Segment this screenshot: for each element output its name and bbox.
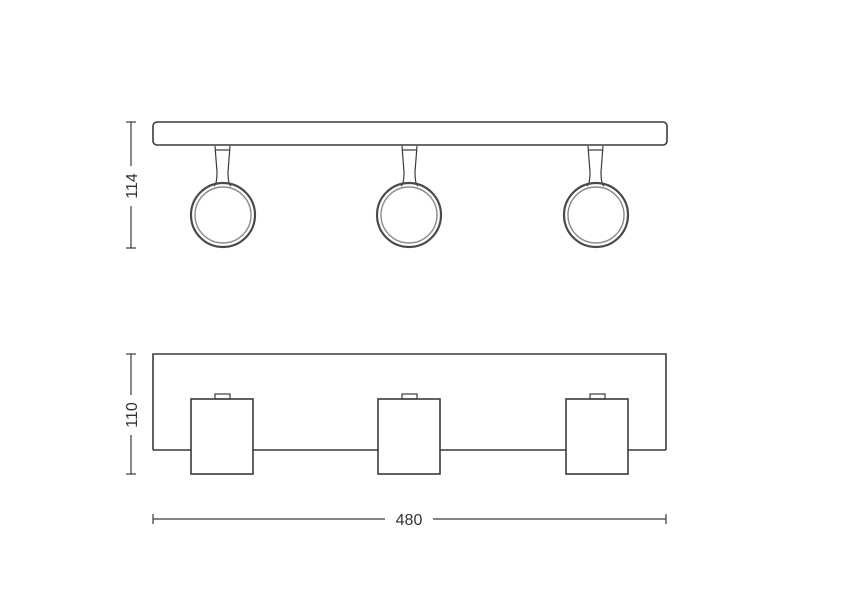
dimension-height-top: 114 [119,121,143,249]
dimension-label-480: 480 [396,512,423,529]
spot-arm [213,145,232,187]
label-mask [119,166,143,206]
dimension-height-bottom: 110 [119,353,143,475]
label-mask [385,508,433,530]
top-spot-2 [377,393,441,475]
dimension-label-110: 110 [124,402,141,428]
spot-cap [214,393,231,400]
spot-body [565,398,629,475]
front-spot-1 [189,145,257,249]
spot-head-outer [562,181,630,249]
spot-head-inner [380,186,438,244]
spot-arm [586,145,605,187]
mounting-bar [152,121,668,146]
spot-body [190,398,254,475]
dimension-label-114: 114 [124,173,141,199]
spot-head-inner [567,186,625,244]
dimension-width: 480 [152,508,667,530]
spot-body [377,398,441,475]
spot-cap [401,393,418,400]
front-spot-2 [375,145,443,249]
spot-arm [400,145,419,187]
spot-head-outer [189,181,257,249]
spot-head-inner [194,186,252,244]
label-mask [119,395,143,435]
spot-cap [589,393,606,400]
top-spot-1 [190,393,254,475]
spot-head-outer [375,181,443,249]
top-spot-3 [565,393,629,475]
base-plate-outline [152,353,667,450]
front-spot-3 [562,145,630,249]
top-view: 110 480 [119,353,667,530]
front-view: 114 [119,121,668,249]
